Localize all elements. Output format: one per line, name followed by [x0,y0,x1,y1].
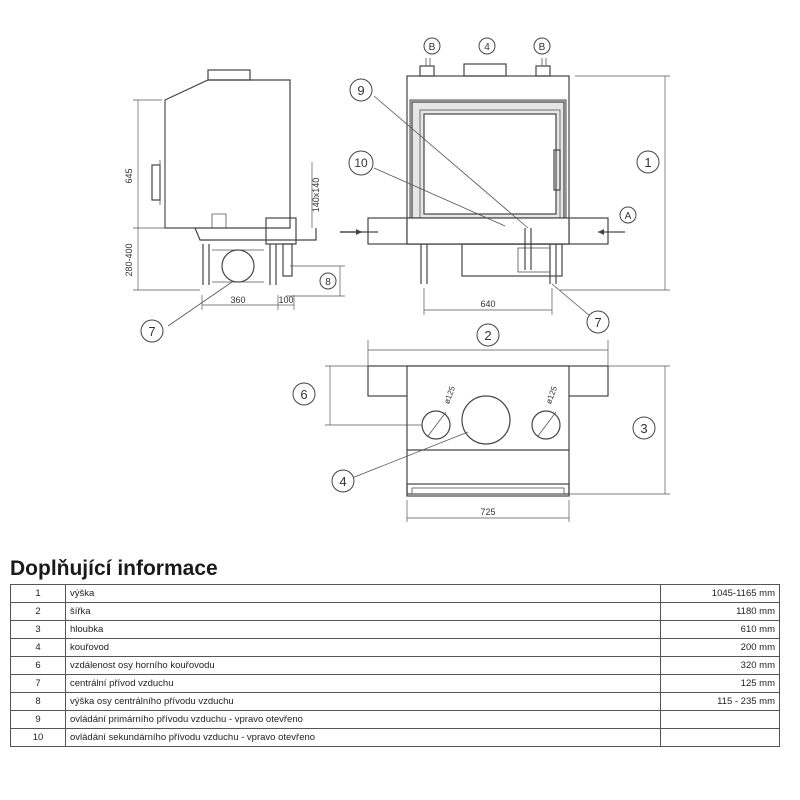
row-number: 6 [10,656,66,675]
callout-6: 6 [292,382,316,406]
row-label: výška osy centrálního přívodu vzduchu [65,692,661,711]
callout-1: 1 [636,150,660,174]
dim-top-width: 725 [480,507,495,517]
row-number: 3 [10,620,66,639]
dim-side-bottom: 280-400 [124,243,134,276]
row-value: 320 mm [660,656,780,675]
info-title: Doplňující informace [10,557,218,580]
row-label: vzdálenost osy horního kouřovodu [65,656,661,675]
callout-7-left: 7 [140,319,164,343]
row-label: kouřovod [65,638,661,657]
row-label: hloubka [65,620,661,639]
row-number: 10 [10,728,66,747]
svg-text:3: 3 [640,421,647,436]
row-number: 4 [10,638,66,657]
svg-text:7: 7 [594,315,601,330]
row-label: ovládání primárního přívodu vzduchu - vp… [65,710,661,729]
callout-8: 8 [319,272,337,290]
svg-text:9: 9 [357,83,364,98]
row-value: 125 mm [660,674,780,693]
row-value: 1045-1165 mm [660,584,780,603]
callout-4-top: 4 [478,37,496,55]
dim-side-width: 360 [230,295,245,305]
row-value: 200 mm [660,638,780,657]
row-label: šířka [65,602,661,621]
svg-text:8: 8 [325,277,331,288]
svg-text:4: 4 [339,474,346,489]
front-view: 640 [340,58,670,317]
row-number: 8 [10,692,66,711]
row-value: 610 mm [660,620,780,639]
row-label: ovládání sekundárního přívodu vzduchu - … [65,728,661,747]
row-label: výška [65,584,661,603]
callout-b-right: B [533,37,551,55]
callout-3: 3 [632,416,656,440]
row-label: centrální přívod vzduchu [65,674,661,693]
row-value: 115 - 235 mm [660,692,780,711]
svg-text:6: 6 [300,387,307,402]
callout-7-right: 7 [586,310,610,334]
callout-9: 9 [349,78,373,102]
top-view: ø125 ø125 725 [167,281,670,522]
svg-text:7: 7 [148,324,155,339]
svg-text:2: 2 [484,328,491,343]
callout-a: A [619,206,637,224]
side-view: 645 280-400 140x140 360 100 [124,69,362,310]
callout-b-left: B [423,37,441,55]
svg-text:4: 4 [484,42,490,53]
svg-text:B: B [539,42,546,53]
svg-text:1: 1 [644,155,651,170]
svg-text:10: 10 [354,156,368,170]
fireplace-technical-drawing: 645 280-400 140x140 360 100 [124,37,670,522]
callout-4: 4 [331,469,355,493]
svg-text:B: B [429,42,436,53]
svg-text:A: A [625,211,632,222]
row-number: 7 [10,674,66,693]
row-value [660,710,780,729]
dim-side-pipe: 140x140 [311,178,321,213]
row-number: 1 [10,584,66,603]
row-number: 9 [10,710,66,729]
callout-2: 2 [476,323,500,347]
dim-side-small: 100 [278,295,293,305]
dim-side-height: 645 [124,168,134,183]
callout-10: 10 [348,150,374,176]
dim-front-width: 640 [480,299,495,309]
row-number: 2 [10,602,66,621]
row-value: 1180 mm [660,602,780,621]
row-value [660,728,780,747]
